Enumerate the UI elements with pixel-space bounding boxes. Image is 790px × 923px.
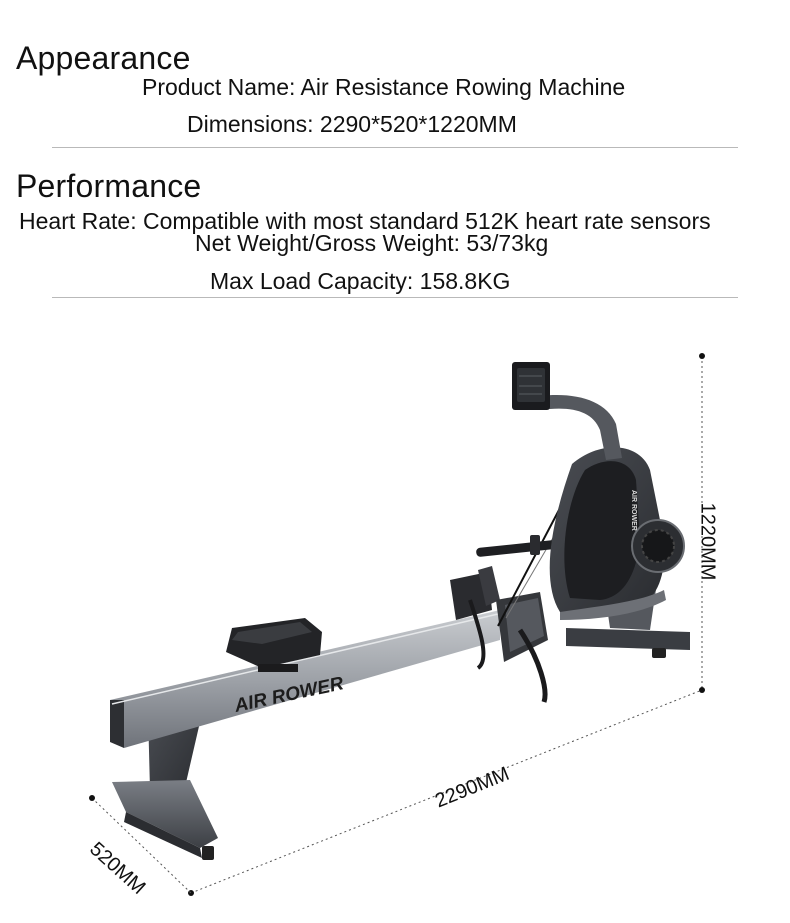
- product-name-text: Product Name: Air Resistance Rowing Mach…: [142, 74, 626, 100]
- frame-brand-text: AIR ROWER: [630, 490, 637, 531]
- height-dimension-label: 1220MM: [696, 502, 719, 581]
- footrests: [450, 566, 548, 703]
- seat: [226, 618, 322, 672]
- weight-text: Net Weight/Gross Weight: 53/73kg: [195, 230, 549, 256]
- flywheel-housing: [549, 447, 685, 620]
- performance-heading: Performance: [16, 168, 202, 204]
- handle-bar: [476, 535, 556, 557]
- performance-divider: [52, 297, 738, 298]
- appearance-divider: [52, 147, 738, 148]
- main-rail: [110, 610, 500, 748]
- max-load-text: Max Load Capacity: 158.8KG: [210, 268, 511, 294]
- dimension-lines: [89, 353, 705, 896]
- dimensions-text: Dimensions: 2290*520*1220MM: [187, 111, 517, 137]
- monitor-arm: [540, 395, 622, 460]
- appearance-heading: Appearance: [16, 40, 191, 76]
- monitor-display: [512, 362, 550, 410]
- heart-rate-text: Heart Rate: Compatible with most standar…: [19, 208, 711, 234]
- front-stand: [112, 712, 218, 860]
